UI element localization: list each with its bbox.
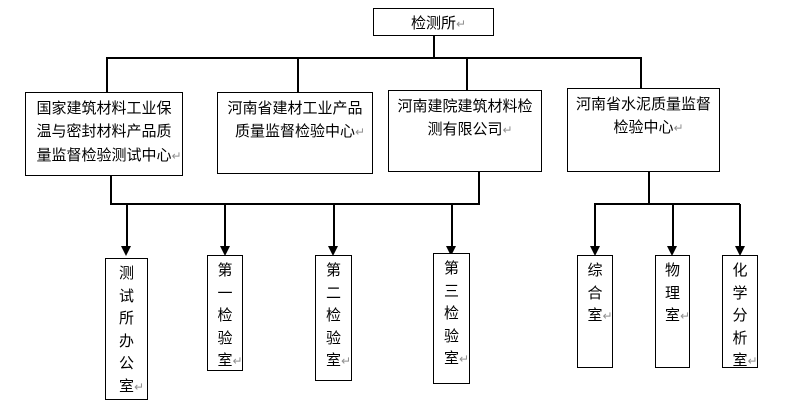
connector-line	[451, 204, 453, 247]
connector-line	[333, 204, 335, 247]
node-label: 第二检验室↵	[326, 261, 352, 369]
connector-line	[110, 203, 480, 205]
node-label: 物理室↵	[665, 261, 691, 324]
arrow-down-icon	[667, 246, 677, 256]
connector-line	[106, 57, 641, 59]
node-label-line: 检验中心↵	[613, 118, 684, 137]
node-inspection-room-2: 第二检验室↵	[315, 255, 352, 381]
connector-line	[594, 203, 740, 205]
node-general-room: 综合室↵	[577, 255, 613, 368]
arrow-down-icon	[589, 246, 600, 256]
connector-line	[648, 171, 650, 204]
arrow-down-icon	[328, 246, 338, 256]
node-label: 综合室↵	[587, 261, 613, 324]
node-label-line: 河南省建材工业产品	[227, 99, 363, 117]
node-label-line: 量监督检验测试中心↵	[36, 145, 182, 164]
connector-line	[110, 175, 112, 204]
connector-line	[224, 204, 226, 247]
node-label: 第三检验室↵	[444, 259, 470, 367]
arrow-down-icon	[121, 246, 131, 256]
node-label: 测试所办公室↵	[119, 264, 145, 395]
node-physics-room: 物理室↵	[655, 255, 690, 368]
node-chemical-analysis-room: 化学分析室↵	[722, 255, 758, 369]
node-inspection-room-3: 第三检验室↵	[433, 253, 470, 384]
node-label-line: 质量监督检验中心↵	[234, 122, 366, 141]
node-label-line: 测有限公司↵	[427, 120, 513, 139]
node-label-line: 河南建院建筑材料检	[397, 97, 533, 115]
connector-line	[672, 204, 674, 247]
arrow-down-icon	[734, 246, 745, 256]
connector-line	[466, 57, 468, 90]
connector-line	[433, 36, 435, 58]
connector-line	[297, 57, 299, 92]
node-label: 检测所↵	[410, 14, 467, 32]
connector-line	[594, 204, 596, 247]
node-henan-cement-center: 河南省水泥质量监督 检验中心↵	[567, 88, 720, 172]
arrow-down-icon	[219, 246, 230, 256]
node-label-line: 河南省水泥质量监督	[575, 95, 711, 113]
connector-line	[478, 171, 480, 204]
node-national-insulation-sealing-center: 国家建筑材料工业保 温与密封材料产品质 量监督检验测试中心↵	[25, 92, 183, 176]
node-label: 化学分析室↵	[732, 261, 758, 369]
node-henan-jianyuan-company: 河南建院建筑材料检 测有限公司↵	[388, 90, 542, 172]
connector-line	[106, 57, 108, 92]
node-label: 第一检验室↵	[217, 261, 243, 369]
connector-line	[126, 204, 128, 247]
node-inspection-room-1: 第一检验室↵	[207, 255, 243, 371]
node-root-testing-institute: 检测所↵	[373, 8, 494, 36]
node-henan-building-materials-center: 河南省建材工业产品 质量监督检验中心↵	[217, 92, 373, 174]
node-label-line: 国家建筑材料工业保	[36, 99, 172, 117]
connector-line	[739, 204, 741, 247]
connector-line	[640, 57, 642, 88]
node-testing-institute-office: 测试所办公室↵	[105, 258, 148, 400]
arrow-down-icon	[446, 246, 456, 256]
node-label-line: 温与密封材料产品质	[36, 122, 172, 141]
